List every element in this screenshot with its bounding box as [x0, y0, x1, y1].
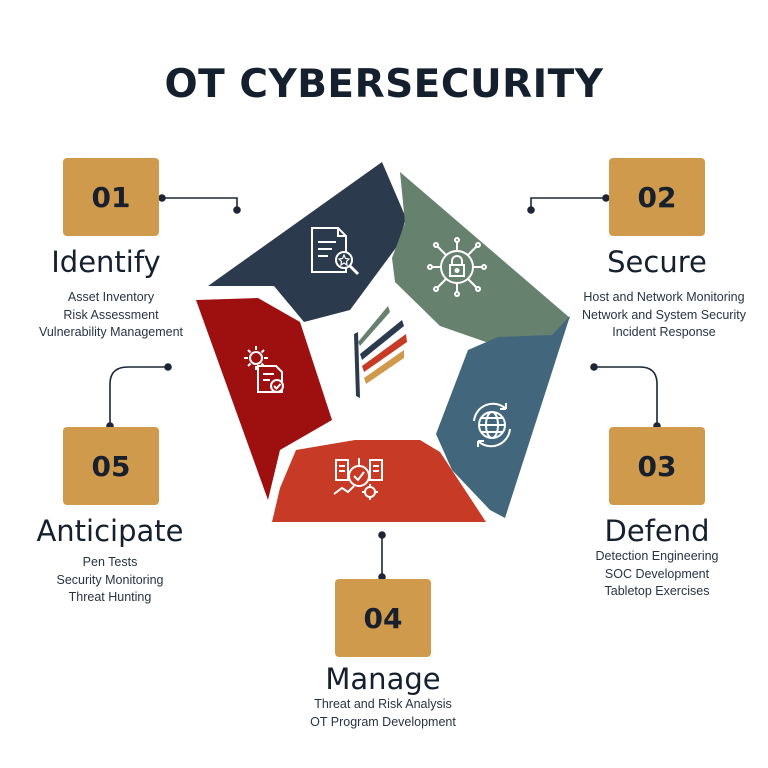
- step-item: Security Monitoring: [56, 572, 164, 587]
- step-number-box-01: 01: [63, 158, 159, 236]
- step-item: OT Program Development: [310, 714, 456, 729]
- step-item: Incident Response: [612, 325, 716, 339]
- analysis-dashboard-icon: [333, 458, 383, 500]
- page-title: OT CYBERSECURITY: [164, 62, 604, 107]
- globe-cycle-icon: [473, 402, 511, 448]
- step-number-box-02: 02: [609, 158, 705, 236]
- step-item: Vulnerability Management: [38, 325, 184, 339]
- segment-identify: [208, 162, 406, 322]
- step-item: Threat and Risk Analysis: [314, 697, 452, 711]
- step-item: Threat Hunting: [68, 590, 152, 604]
- segment-secure: [392, 172, 570, 342]
- step-item: Network and System Security: [582, 307, 746, 322]
- step-items-defend: Detection Engineering SOC Development Ta…: [557, 548, 757, 601]
- gear-document-icon: [244, 346, 284, 393]
- step-title-secure: Secure: [607, 245, 707, 279]
- step-item: Host and Network Monitoring: [583, 290, 745, 304]
- connector-02: [530, 197, 606, 210]
- feather-logo-icon: [354, 306, 407, 398]
- step-number-box-05: 05: [63, 427, 159, 505]
- step-title-manage: Manage: [325, 662, 441, 696]
- step-items-manage: Threat and Risk Analysis OT Program Deve…: [273, 696, 493, 731]
- circuit-lock-icon: [427, 237, 487, 297]
- step-title-anticipate: Anticipate: [36, 514, 184, 548]
- step-number-box-03: 03: [609, 427, 705, 505]
- connector-03: [594, 366, 658, 426]
- step-number-box-04: 04: [335, 579, 431, 657]
- step-item: Detection Engineering: [595, 549, 719, 563]
- step-title-identify: Identify: [51, 245, 161, 279]
- connector-05: [109, 366, 168, 426]
- step-items-identify: Asset Inventory Risk Assessment Vulnerab…: [0, 289, 222, 342]
- step-title-defend: Defend: [604, 514, 710, 548]
- connector-01: [162, 197, 238, 210]
- step-items-anticipate: Pen Tests Security Monitoring Threat Hun…: [10, 554, 210, 607]
- segment-anticipate: [196, 298, 332, 500]
- step-item: SOC Development: [604, 566, 710, 581]
- step-items-secure: Host and Network Monitoring Network and …: [560, 289, 768, 342]
- step-item: Risk Assessment: [63, 307, 159, 322]
- step-item: Asset Inventory: [67, 290, 155, 304]
- document-search-icon: [311, 227, 360, 276]
- step-item: Pen Tests: [82, 555, 138, 569]
- step-item: Tabletop Exercises: [604, 584, 710, 598]
